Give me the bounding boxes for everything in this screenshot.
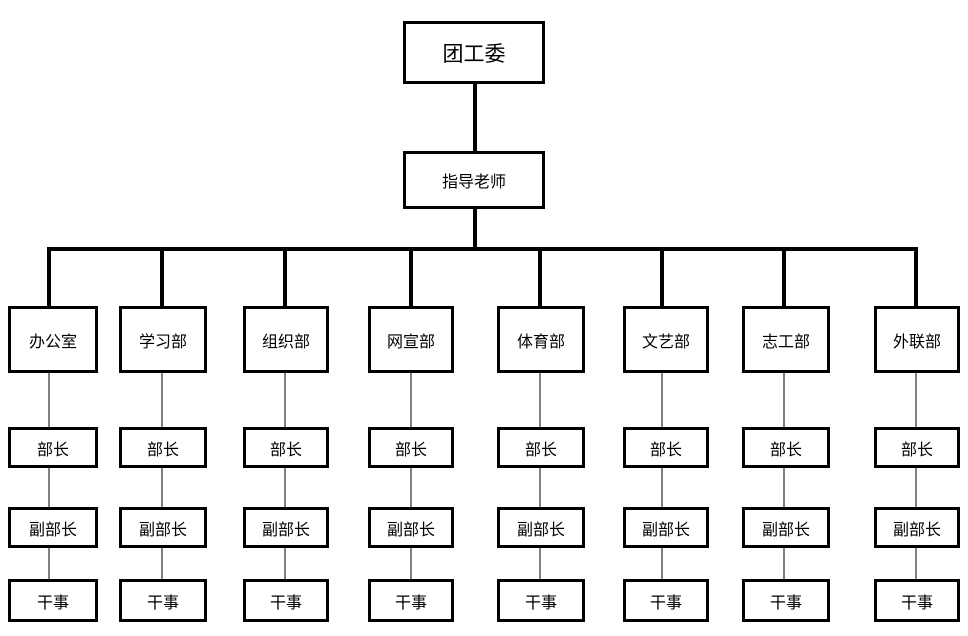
role-node: 副部长 [119, 507, 207, 548]
department-node: 组织部 [243, 306, 329, 373]
role-node: 副部长 [742, 507, 830, 548]
role-node: 副部长 [8, 507, 98, 548]
role-node: 干事 [497, 579, 585, 622]
role-node: 干事 [742, 579, 830, 622]
role-node: 部长 [243, 427, 329, 468]
department-node: 外联部 [874, 306, 960, 373]
role-node: 部长 [368, 427, 454, 468]
advisor-node: 指导老师 [403, 151, 545, 209]
department-node: 办公室 [8, 306, 98, 373]
department-node: 文艺部 [623, 306, 709, 373]
role-node: 干事 [8, 579, 98, 622]
department-node: 网宣部 [368, 306, 454, 373]
root-node: 团工委 [403, 21, 545, 84]
department-node: 学习部 [119, 306, 207, 373]
role-node: 部长 [497, 427, 585, 468]
role-node: 副部长 [368, 507, 454, 548]
role-node: 干事 [119, 579, 207, 622]
role-node: 部长 [119, 427, 207, 468]
role-node: 干事 [243, 579, 329, 622]
role-node: 副部长 [874, 507, 960, 548]
role-node: 部长 [623, 427, 709, 468]
role-node: 副部长 [243, 507, 329, 548]
role-node: 副部长 [497, 507, 585, 548]
role-node: 部长 [874, 427, 960, 468]
department-node: 志工部 [742, 306, 830, 373]
department-node: 体育部 [497, 306, 585, 373]
role-node: 部长 [742, 427, 830, 468]
role-node: 干事 [874, 579, 960, 622]
role-node: 干事 [368, 579, 454, 622]
role-node: 部长 [8, 427, 98, 468]
role-node: 干事 [623, 579, 709, 622]
role-node: 副部长 [623, 507, 709, 548]
